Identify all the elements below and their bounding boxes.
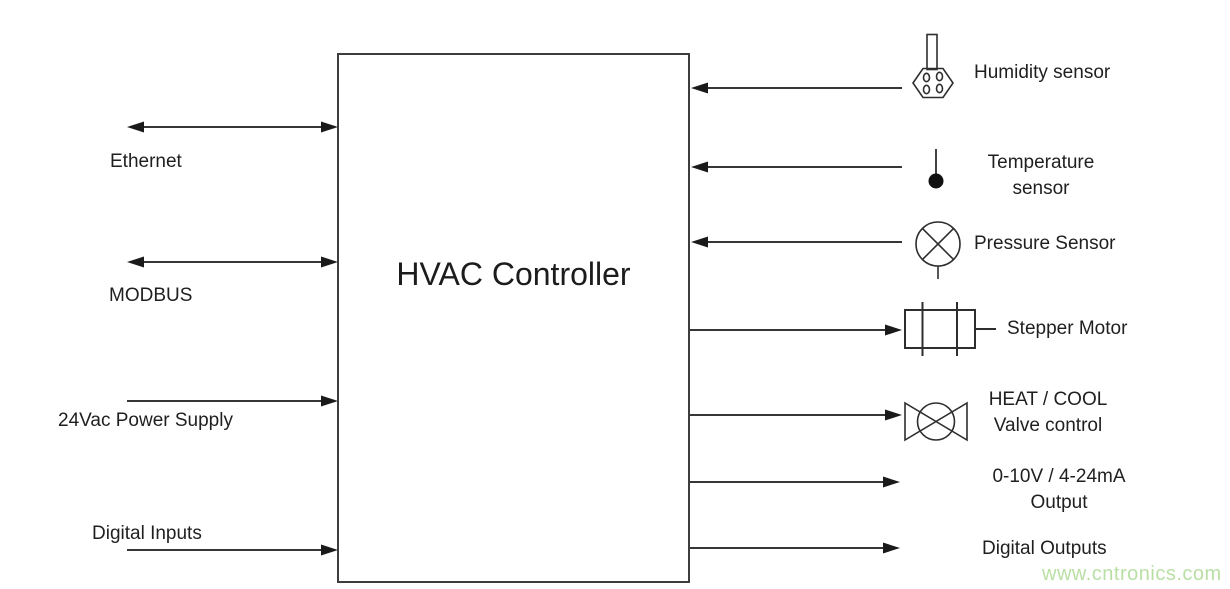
power-supply-arrow: [127, 395, 338, 407]
valve-control-label-line2: Valve control: [993, 415, 1103, 436]
stepper-motor-label: Stepper Motor: [1007, 318, 1128, 339]
watermark: www.cntronics.com: [1042, 563, 1222, 585]
hvac-controller-box: HVAC Controller: [337, 53, 690, 583]
valve-icon: [904, 401, 968, 442]
valve-control-arrow: [690, 409, 902, 421]
modbus-arrow: [127, 256, 338, 268]
ethernet-label: Ethernet: [110, 151, 182, 172]
stepper-motor-icon: [904, 302, 996, 356]
diagram-title: HVAC Controller: [396, 256, 631, 292]
analog-output-label-line1: 0-10V / 4-24mA: [992, 466, 1126, 487]
analog-output-arrow: [690, 476, 900, 488]
digital-outputs-label: Digital Outputs: [982, 538, 1107, 559]
humidity-sensor-icon: [912, 33, 954, 99]
humidity-sensor-label: Humidity sensor: [974, 62, 1111, 83]
temperature-sensor-label-line1: Temperature: [987, 152, 1095, 173]
power-supply-label: 24Vac Power Supply: [58, 410, 233, 431]
temperature-sensor-label: Temperature sensor: [960, 150, 1122, 202]
digital-outputs-arrow: [690, 542, 900, 554]
temperature-sensor-label-line2: sensor: [1012, 178, 1070, 199]
pressure-sensor-label: Pressure Sensor: [974, 233, 1116, 254]
analog-output-label-line2: Output: [1030, 492, 1088, 513]
digital-inputs-arrow: [127, 544, 338, 556]
temperature-sensor-arrow: [691, 161, 902, 173]
analog-output-label: 0-10V / 4-24mA Output: [978, 464, 1140, 516]
valve-control-label: HEAT / COOL Valve control: [967, 387, 1129, 439]
temperature-sensor-icon: [928, 149, 944, 189]
ethernet-arrow: [127, 121, 338, 133]
valve-control-label-line1: HEAT / COOL: [988, 389, 1108, 410]
digital-inputs-label: Digital Inputs: [92, 523, 202, 544]
pressure-sensor-icon: [915, 221, 961, 279]
modbus-label: MODBUS: [109, 285, 193, 306]
pressure-sensor-arrow: [691, 236, 902, 248]
humidity-sensor-arrow: [691, 82, 902, 94]
stepper-motor-arrow: [690, 324, 902, 336]
